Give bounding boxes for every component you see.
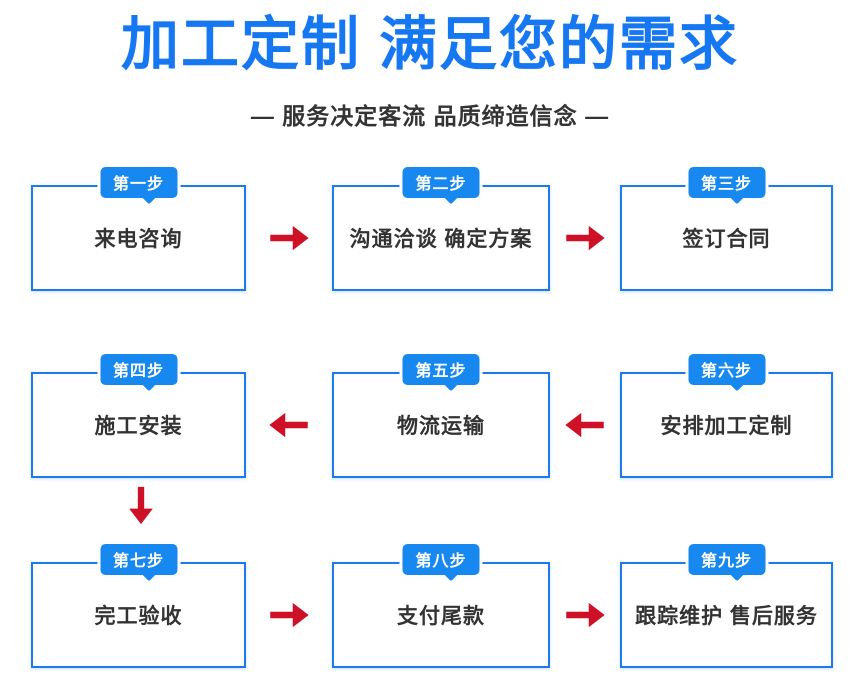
step-box-5: 第五步 物流运输 <box>332 351 550 478</box>
arrow-right-icon <box>566 602 605 628</box>
step-box-6: 第六步 安排加工定制 <box>620 351 833 478</box>
step-badge-1: 第一步 <box>96 164 181 201</box>
step-label-8: 支付尾款 <box>397 605 485 628</box>
step-label-4: 施工安装 <box>94 415 183 438</box>
arrow-left-icon <box>565 412 604 438</box>
arrow-right-icon <box>270 225 309 251</box>
arrow-right-icon <box>270 602 309 628</box>
step-box-2: 第二步 沟通洽谈 确定方案 <box>332 164 550 291</box>
step-box-3: 第三步 签订合同 <box>620 164 833 291</box>
step-badge-5: 第五步 <box>399 351 483 388</box>
step-badge-3: 第三步 <box>684 164 769 201</box>
step-label-9: 跟踪维护 售后服务 <box>635 605 818 628</box>
step-label-2: 沟通洽谈 确定方案 <box>349 228 533 251</box>
step-label-3: 签订合同 <box>682 228 771 251</box>
step-label-6: 安排加工定制 <box>660 415 793 438</box>
arrow-right-icon <box>566 225 605 251</box>
step-badge-2: 第二步 <box>399 164 483 201</box>
step-box-1: 第一步 来电咨询 <box>31 164 246 291</box>
step-label-1: 来电咨询 <box>94 228 183 251</box>
page-title: 加工定制 满足您的需求 <box>120 12 740 77</box>
step-badge-7: 第七步 <box>96 541 181 578</box>
step-box-7: 第七步 完工验收 <box>31 541 246 668</box>
step-label-5: 物流运输 <box>397 415 485 438</box>
step-box-4: 第四步 施工安装 <box>31 351 246 478</box>
step-box-8: 第八步 支付尾款 <box>332 541 550 668</box>
step-label-7: 完工验收 <box>94 605 183 628</box>
step-badge-8: 第八步 <box>399 541 483 578</box>
arrow-left-icon <box>269 412 308 438</box>
step-badge-6: 第六步 <box>684 351 769 388</box>
step-badge-4: 第四步 <box>96 351 181 388</box>
step-box-9: 第九步 跟踪维护 售后服务 <box>620 541 833 668</box>
step-badge-9: 第九步 <box>684 541 769 578</box>
arrow-down-icon <box>129 486 153 525</box>
page-subtitle: — 服务决定客流 品质缔造信念 — <box>250 103 610 129</box>
